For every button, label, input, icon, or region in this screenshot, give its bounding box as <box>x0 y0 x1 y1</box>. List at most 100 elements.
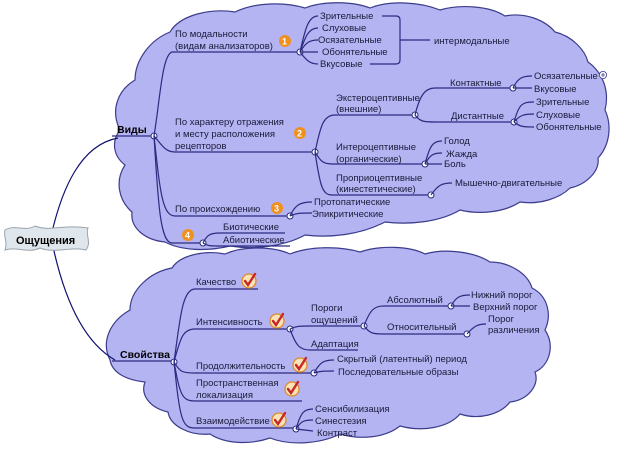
spatial-label[interactable]: Пространственная <box>196 378 279 389</box>
connector <box>430 182 453 196</box>
connector <box>414 114 513 123</box>
connector <box>173 328 290 363</box>
connector <box>153 135 202 244</box>
spatial-label-2[interactable]: локализация <box>196 390 253 401</box>
connector <box>153 135 290 217</box>
connector-root-types <box>51 137 119 233</box>
connector <box>363 325 466 335</box>
modality-label[interactable]: По модальности <box>175 29 248 40</box>
absolute-item[interactable]: Нижний порог <box>471 290 533 301</box>
thresholds-label[interactable]: Пороги <box>311 303 342 314</box>
modality-item[interactable]: Зрительные <box>320 11 373 22</box>
connectors-intero <box>424 140 443 165</box>
priority-4-icon <box>182 229 194 241</box>
connectors-bio <box>202 232 290 247</box>
connector <box>173 361 302 402</box>
intermodal-label[interactable]: интермодальные <box>434 36 510 47</box>
check-icon <box>283 380 301 398</box>
connector <box>153 135 315 153</box>
duration-label[interactable]: Продолжительность <box>196 361 285 372</box>
duration-item[interactable]: Скрытый (латентный) период <box>337 354 467 365</box>
plus-circle-icon[interactable] <box>599 71 608 80</box>
contact-label[interactable]: Контактные <box>450 78 502 89</box>
badge-4-text: 4 <box>185 231 190 241</box>
modality-label-2[interactable]: (видам анализаторов) <box>175 41 273 52</box>
absolute-item[interactable]: Верхний порог <box>473 302 538 313</box>
badge-1-text: 1 <box>282 37 287 47</box>
connector <box>314 114 415 153</box>
root-label[interactable]: Ощущения <box>16 235 75 247</box>
receptors-label-2[interactable]: и месту расположения <box>175 129 275 140</box>
bio-item[interactable]: Биотические <box>223 222 279 233</box>
distant-item[interactable]: Зрительные <box>536 97 589 108</box>
connector <box>314 151 430 196</box>
interaction-item[interactable]: Контраст <box>317 428 358 439</box>
receptors-label[interactable]: По характеру отражения <box>175 117 284 128</box>
proprio-label[interactable]: Проприоцептивные <box>336 173 422 184</box>
check-icon <box>291 356 309 374</box>
branch-types-label[interactable]: Виды <box>117 124 147 136</box>
intero-item[interactable]: Жажда <box>446 149 478 160</box>
origin-label[interactable]: По происхождению <box>175 204 260 215</box>
relative-item-2[interactable]: различения <box>488 325 540 336</box>
interaction-item[interactable]: Сенсибилизация <box>315 404 390 415</box>
branch-properties-label[interactable]: Свойства <box>120 349 170 361</box>
extero-label-2[interactable]: (внешние) <box>336 104 381 115</box>
connectors-modality <box>299 15 319 65</box>
interaction-item[interactable]: Синестезия <box>315 416 367 427</box>
intero-item[interactable]: Голод <box>444 136 470 147</box>
connector <box>173 361 295 429</box>
check-icon <box>268 312 286 330</box>
distant-item[interactable]: Обонятельные <box>536 122 602 133</box>
absolute-label[interactable]: Абсолютный <box>387 295 443 306</box>
connector <box>173 361 313 374</box>
bracket-intermodal <box>370 15 430 65</box>
intero-label-2[interactable]: (органические) <box>336 154 402 165</box>
intensity-label[interactable]: Интенсивность <box>196 317 263 328</box>
connector-root-properties <box>51 241 116 361</box>
root-node-shape <box>4 225 89 251</box>
connectors-origin <box>289 201 313 217</box>
priority-3-icon <box>271 202 283 214</box>
connector <box>173 288 258 363</box>
modality-item[interactable]: Слуховые <box>322 23 366 34</box>
relative-label[interactable]: Относительный <box>387 322 456 333</box>
modality-item[interactable]: Обонятельные <box>322 47 388 58</box>
relative-item[interactable]: Порог <box>488 314 515 325</box>
intero-item[interactable]: Боль <box>444 159 466 170</box>
modality-item[interactable]: Вкусовые <box>320 59 363 70</box>
modality-item[interactable]: Осязательные <box>318 35 382 46</box>
connectors-contact <box>512 75 533 89</box>
contact-item[interactable]: Осязательные <box>534 71 598 82</box>
connector <box>289 325 363 330</box>
adaptation-label[interactable]: Адаптация <box>311 339 359 350</box>
check-icon <box>270 411 288 429</box>
connector <box>363 305 450 327</box>
distant-label[interactable]: Дистантные <box>451 111 504 122</box>
connector <box>153 51 300 137</box>
thresholds-label-2[interactable]: ощущений <box>311 315 358 326</box>
cloud-types <box>114 2 610 251</box>
duration-item[interactable]: Последовательные образы <box>338 367 459 378</box>
origin-item[interactable]: Протопатические <box>314 197 390 208</box>
badge-3-text: 3 <box>274 204 279 214</box>
connector <box>314 151 424 165</box>
origin-item[interactable]: Эпикритические <box>312 209 383 220</box>
receptors-label-3[interactable]: рецепторов <box>175 141 226 152</box>
priority-1-icon <box>279 35 291 47</box>
connectors-distant <box>513 101 535 128</box>
contact-item[interactable]: Вкусовые <box>534 84 577 95</box>
intero-label[interactable]: Интероцептивные <box>336 142 416 153</box>
connector <box>414 87 512 116</box>
connector <box>466 323 487 335</box>
connectors-absolute <box>450 294 471 307</box>
extero-label[interactable]: Экстероцептивные <box>336 93 420 104</box>
distant-item[interactable]: Слуховые <box>536 110 580 121</box>
quality-label[interactable]: Качество <box>196 277 236 288</box>
connectors-duration <box>313 359 335 374</box>
interaction-label[interactable]: Взаимодействие <box>196 416 270 427</box>
proprio-item[interactable]: Мышечно-двигательные <box>455 178 562 189</box>
proprio-label-2[interactable]: (кинестетические) <box>336 184 416 195</box>
bio-item[interactable]: Абиотические <box>223 235 285 246</box>
